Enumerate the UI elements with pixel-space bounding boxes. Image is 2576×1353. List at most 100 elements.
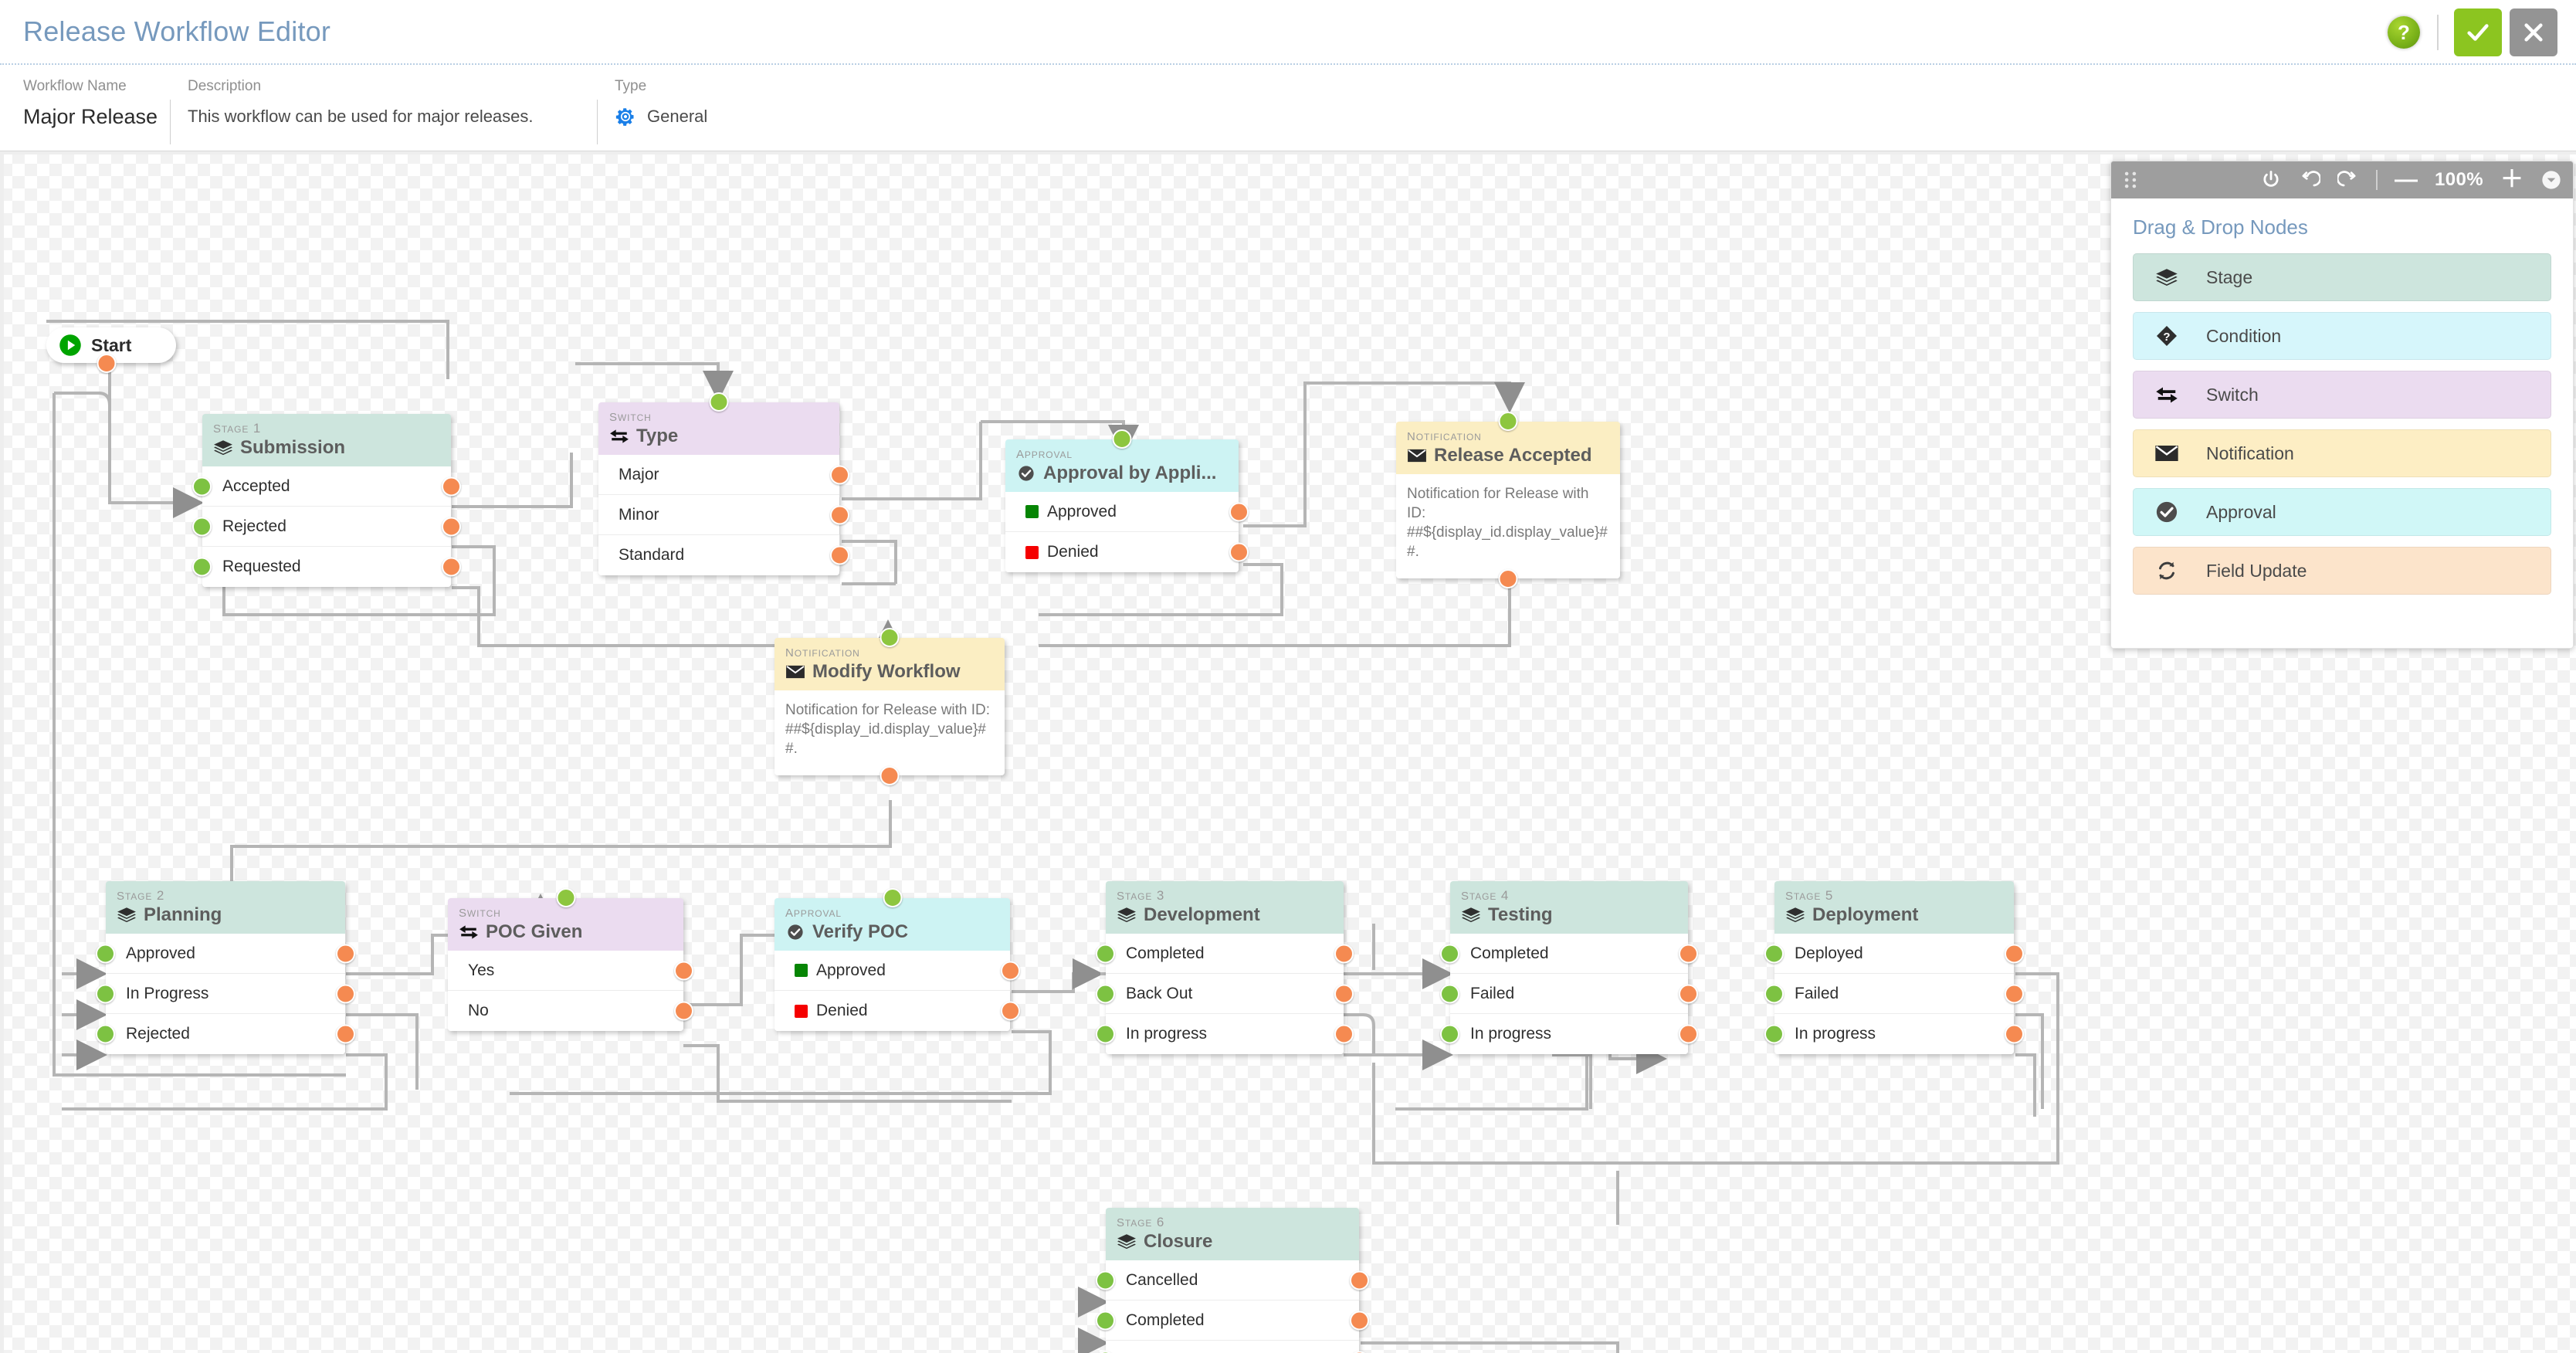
drag-grip-icon[interactable] — [2122, 170, 2139, 190]
node-row[interactable]: Deployed — [1764, 934, 2024, 974]
node-row[interactable]: Approved — [774, 951, 1020, 991]
row-output-port[interactable] — [674, 961, 693, 980]
node-row[interactable]: Major — [598, 455, 849, 495]
row-input-port[interactable] — [1440, 944, 1459, 963]
node-row[interactable]: In Progress — [96, 974, 355, 1014]
node-row[interactable]: Denied — [1005, 532, 1249, 572]
node-input-port[interactable] — [1498, 412, 1518, 431]
row-input-port[interactable] — [96, 1024, 115, 1044]
row-output-port[interactable] — [2005, 944, 2024, 963]
node-row[interactable]: Approved — [96, 934, 355, 974]
node-input-port[interactable] — [1112, 429, 1132, 449]
node-row[interactable]: Accepted — [192, 466, 461, 507]
palette-item-condition[interactable]: ? Condition — [2133, 312, 2551, 360]
row-input-port[interactable] — [1096, 1311, 1115, 1330]
row-output-port[interactable] — [674, 1001, 693, 1021]
node-submission[interactable]: Stage 1 Submission Accepted Rejected — [192, 414, 461, 587]
row-output-port[interactable] — [1229, 542, 1249, 562]
node-row[interactable]: Failed — [1440, 974, 1698, 1014]
row-output-port[interactable] — [2005, 984, 2024, 1003]
row-input-port[interactable] — [1096, 1024, 1115, 1044]
confirm-button[interactable] — [2454, 8, 2502, 56]
row-input-port[interactable] — [1764, 984, 1784, 1003]
node-poc-given[interactable]: Switch POC Given Yes No — [448, 888, 693, 1031]
node-row[interactable]: Yes — [448, 951, 693, 991]
row-output-port[interactable] — [1334, 1024, 1354, 1044]
node-input-port[interactable] — [880, 628, 900, 647]
node-row[interactable]: Rejected — [192, 507, 461, 547]
node-development[interactable]: Stage 3 Development Completed Back Out — [1096, 881, 1354, 1054]
row-output-port[interactable] — [442, 517, 461, 536]
node-row[interactable]: Failed — [1096, 1341, 1369, 1353]
node-planning[interactable]: Stage 2 Planning Approved In Progress — [96, 881, 355, 1054]
node-row[interactable]: In progress — [1440, 1014, 1698, 1054]
question-circle-icon[interactable]: ? — [2388, 16, 2420, 49]
node-row[interactable]: Cancelled — [1096, 1260, 1369, 1300]
row-input-port[interactable] — [1764, 944, 1784, 963]
row-output-port[interactable] — [830, 465, 849, 484]
row-output-port[interactable] — [1350, 1270, 1369, 1290]
node-testing[interactable]: Stage 4 Testing Completed Failed — [1440, 881, 1698, 1054]
row-input-port[interactable] — [1096, 1270, 1115, 1290]
node-output-port[interactable] — [880, 766, 900, 785]
start-node[interactable]: Start — [46, 327, 176, 373]
node-row[interactable]: Failed — [1764, 974, 2024, 1014]
node-row[interactable]: Completed — [1096, 1300, 1369, 1341]
row-output-port[interactable] — [336, 1024, 355, 1044]
redo-icon[interactable] — [2337, 169, 2359, 191]
node-row[interactable]: Denied — [774, 991, 1020, 1031]
node-row[interactable]: Standard — [598, 535, 849, 575]
node-row[interactable]: Completed — [1096, 934, 1354, 974]
row-input-port[interactable] — [192, 557, 212, 577]
row-output-port[interactable] — [1334, 984, 1354, 1003]
node-closure[interactable]: Stage 6 Closure Cancelled Completed — [1096, 1208, 1369, 1353]
node-verify-poc[interactable]: Approval Verify POC Approved D — [774, 888, 1020, 1031]
row-output-port[interactable] — [442, 557, 461, 577]
node-row[interactable]: Requested — [192, 547, 461, 587]
node-deployment[interactable]: Stage 5 Deployment Deployed Failed — [1764, 881, 2024, 1054]
node-row[interactable]: Completed — [1440, 934, 1698, 974]
row-output-port[interactable] — [830, 545, 849, 565]
row-output-port[interactable] — [830, 505, 849, 524]
node-approval-by-application[interactable]: Approval Approval by Appli... Approved — [1005, 429, 1249, 572]
row-output-port[interactable] — [2005, 1024, 2024, 1044]
node-input-port[interactable] — [883, 888, 902, 907]
row-output-port[interactable] — [442, 476, 461, 496]
zoom-out-button[interactable]: — — [2395, 167, 2418, 192]
row-input-port[interactable] — [96, 984, 115, 1003]
node-row[interactable]: Approved — [1005, 492, 1249, 532]
row-output-port[interactable] — [1334, 944, 1354, 963]
node-input-port[interactable] — [556, 888, 575, 907]
row-output-port[interactable] — [336, 944, 355, 963]
undo-icon[interactable] — [2299, 169, 2321, 191]
palette-item-field-update[interactable]: Field Update — [2133, 547, 2551, 595]
row-input-port[interactable] — [1096, 944, 1115, 963]
palette-item-approval[interactable]: Approval — [2133, 488, 2551, 536]
cancel-button[interactable] — [2510, 8, 2557, 56]
row-input-port[interactable] — [96, 944, 115, 963]
node-row[interactable]: Back Out — [1096, 974, 1354, 1014]
node-palette[interactable]: — 100% ＋ Drag & Drop Nodes — [2110, 161, 2574, 649]
node-release-accepted[interactable]: Notification Release Accepted Notificati… — [1396, 412, 1620, 588]
row-output-port[interactable] — [1679, 1024, 1698, 1044]
row-output-port[interactable] — [1001, 961, 1020, 980]
row-output-port[interactable] — [1229, 502, 1249, 521]
palette-item-stage[interactable]: Stage — [2133, 253, 2551, 301]
node-input-port[interactable] — [709, 392, 729, 412]
node-row[interactable]: No — [448, 991, 693, 1031]
palette-toolbar[interactable]: — 100% ＋ — [2111, 161, 2573, 198]
row-output-port[interactable] — [1001, 1001, 1020, 1021]
power-icon[interactable] — [2260, 169, 2282, 191]
row-input-port[interactable] — [1096, 984, 1115, 1003]
row-input-port[interactable] — [1764, 1024, 1784, 1044]
row-output-port[interactable] — [1679, 984, 1698, 1003]
node-row[interactable]: Minor — [598, 495, 849, 535]
node-modify-workflow[interactable]: Notification Modify Workflow Notificatio… — [774, 628, 1005, 785]
workflow-canvas[interactable]: Start End Stage 1 Submission — [0, 151, 2576, 1353]
node-row[interactable]: Rejected — [96, 1014, 355, 1054]
node-type[interactable]: Switch Type Major Minor — [598, 392, 849, 575]
node-output-port[interactable] — [1498, 569, 1518, 588]
zoom-in-button[interactable]: ＋ — [2500, 167, 2523, 192]
start-output-port[interactable] — [97, 354, 117, 373]
row-input-port[interactable] — [192, 517, 212, 536]
